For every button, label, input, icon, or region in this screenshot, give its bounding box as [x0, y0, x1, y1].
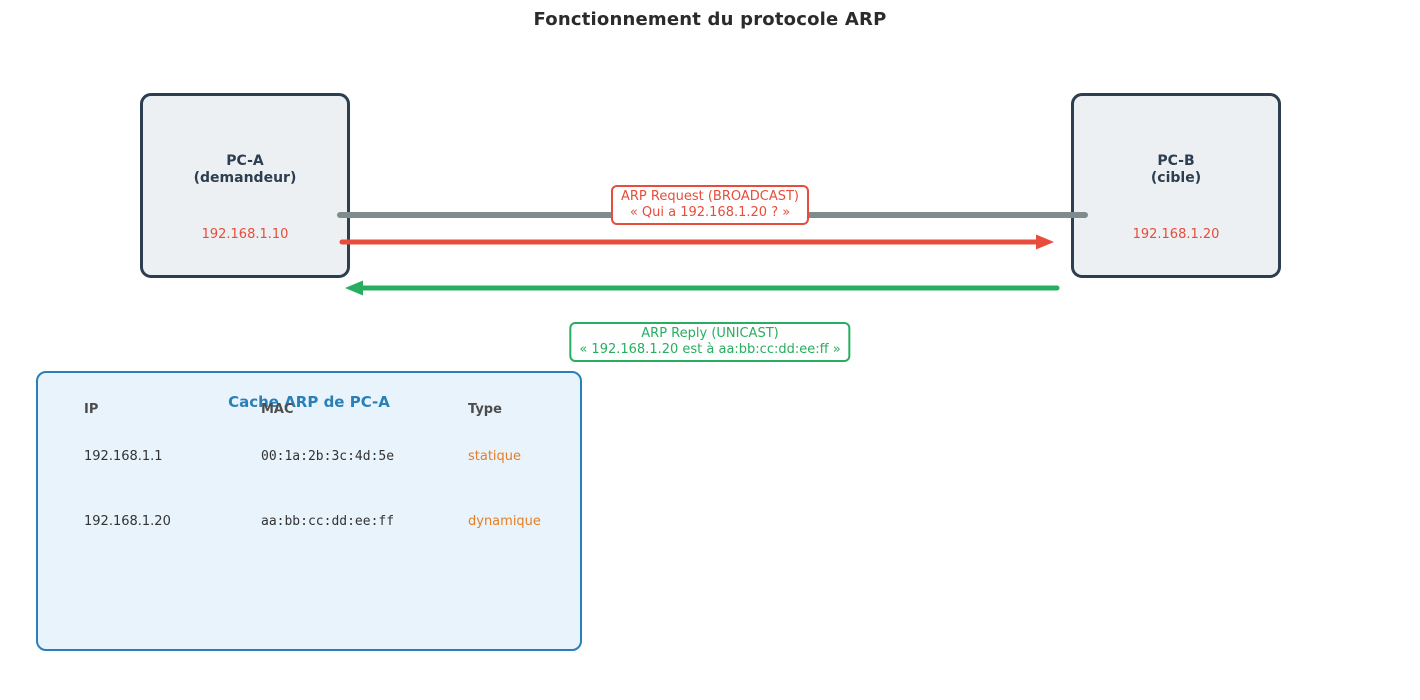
arp-cache-panel: Cache ARP de PC-A IP MAC Type 192.168.1.… — [36, 371, 582, 651]
header-type: Type — [468, 402, 502, 417]
pc-b-ip: 192.168.1.20 — [1132, 227, 1220, 242]
pc-a-ip: 192.168.1.10 — [201, 227, 289, 242]
cell-type: dynamique — [468, 514, 541, 529]
pc-a-title: PC-A (demandeur) — [143, 153, 347, 187]
arp-reply-arrowhead — [345, 280, 363, 296]
table-row: 192.168.1.20 aa:bb:cc:dd:ee:ff dynamique — [38, 514, 580, 530]
arp-reply-label: ARP Reply (UNICAST) « 192.168.1.20 est à… — [569, 322, 851, 362]
pc-a-role: (demandeur) — [193, 170, 297, 186]
node-pc-a: PC-A (demandeur) 192.168.1.10 — [140, 93, 350, 278]
pc-b-name: PC-B — [1157, 153, 1195, 169]
arp-reply-line2: « 192.168.1.20 est à aa:bb:cc:dd:ee:ff » — [579, 342, 841, 357]
node-pc-b: PC-B (cible) 192.168.1.20 — [1071, 93, 1281, 278]
arp-reply-line1: ARP Reply (UNICAST) — [641, 326, 779, 341]
header-ip: IP — [84, 402, 99, 417]
arp-cache-title: Cache ARP de PC-A — [228, 393, 390, 411]
table-row: 192.168.1.1 00:1a:2b:3c:4d:5e statique — [38, 449, 580, 465]
pc-a-name: PC-A — [226, 153, 264, 169]
pc-b-title: PC-B (cible) — [1074, 153, 1278, 187]
page-title: Fonctionnement du protocole ARP — [533, 9, 887, 30]
cell-mac: aa:bb:cc:dd:ee:ff — [261, 514, 395, 529]
cell-mac: 00:1a:2b:3c:4d:5e — [261, 449, 395, 464]
pc-b-role: (cible) — [1150, 170, 1202, 186]
arp-request-line2: « Qui a 192.168.1.20 ? » — [629, 205, 791, 220]
cell-ip: 192.168.1.1 — [84, 449, 163, 464]
cache-header-row: IP MAC Type — [38, 402, 580, 418]
cell-ip: 192.168.1.20 — [84, 514, 171, 529]
cell-type: statique — [468, 449, 522, 464]
header-mac: MAC — [261, 402, 294, 417]
arp-request-line1: ARP Request (BROADCAST) — [620, 189, 800, 204]
arp-request-arrowhead — [1036, 234, 1054, 250]
arp-request-label: ARP Request (BROADCAST) « Qui a 192.168.… — [610, 185, 810, 225]
